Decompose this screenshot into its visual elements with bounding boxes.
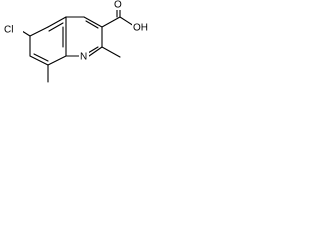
bond-c6-c5 [29, 26, 49, 37]
bond-c6-cl [21, 30, 31, 37]
bond-c8-c7 [29, 55, 49, 66]
nitrogen-label: N [80, 52, 87, 63]
label-mask-o [113, 0, 123, 10]
bond-c3-carboxyl [101, 16, 121, 28]
bond-c2-methyl [101, 46, 121, 58]
hydroxyl-label: OH [133, 23, 148, 34]
label-mask-cl [3, 23, 23, 37]
structure-svg: Cl N O OH [3, 0, 148, 83]
bond-c5-c4a [47, 16, 67, 28]
benzene-ring [29, 16, 67, 66]
double-bond-c5-c4a [48, 22, 64, 32]
double-bond-c4-c3 [85, 20, 99, 29]
molecule-structure: Cl N O OH [0, 0, 148, 88]
label-mask-oh [132, 22, 148, 34]
bond-c4-c3 [83, 16, 103, 28]
label-mask-n [79, 51, 89, 63]
bond-c2-n1 [88, 46, 103, 57]
carboxyl-oxygen-label: O [114, 0, 122, 11]
bond-carboxyl-oh [119, 16, 135, 27]
double-bond-c2-n1 [87, 46, 99, 54]
bond-c8a-c8 [47, 55, 67, 66]
double-bond-c8-c7 [33, 53, 49, 62]
chlorine-label: Cl [4, 25, 13, 36]
pyridine-ring [65, 16, 103, 57]
